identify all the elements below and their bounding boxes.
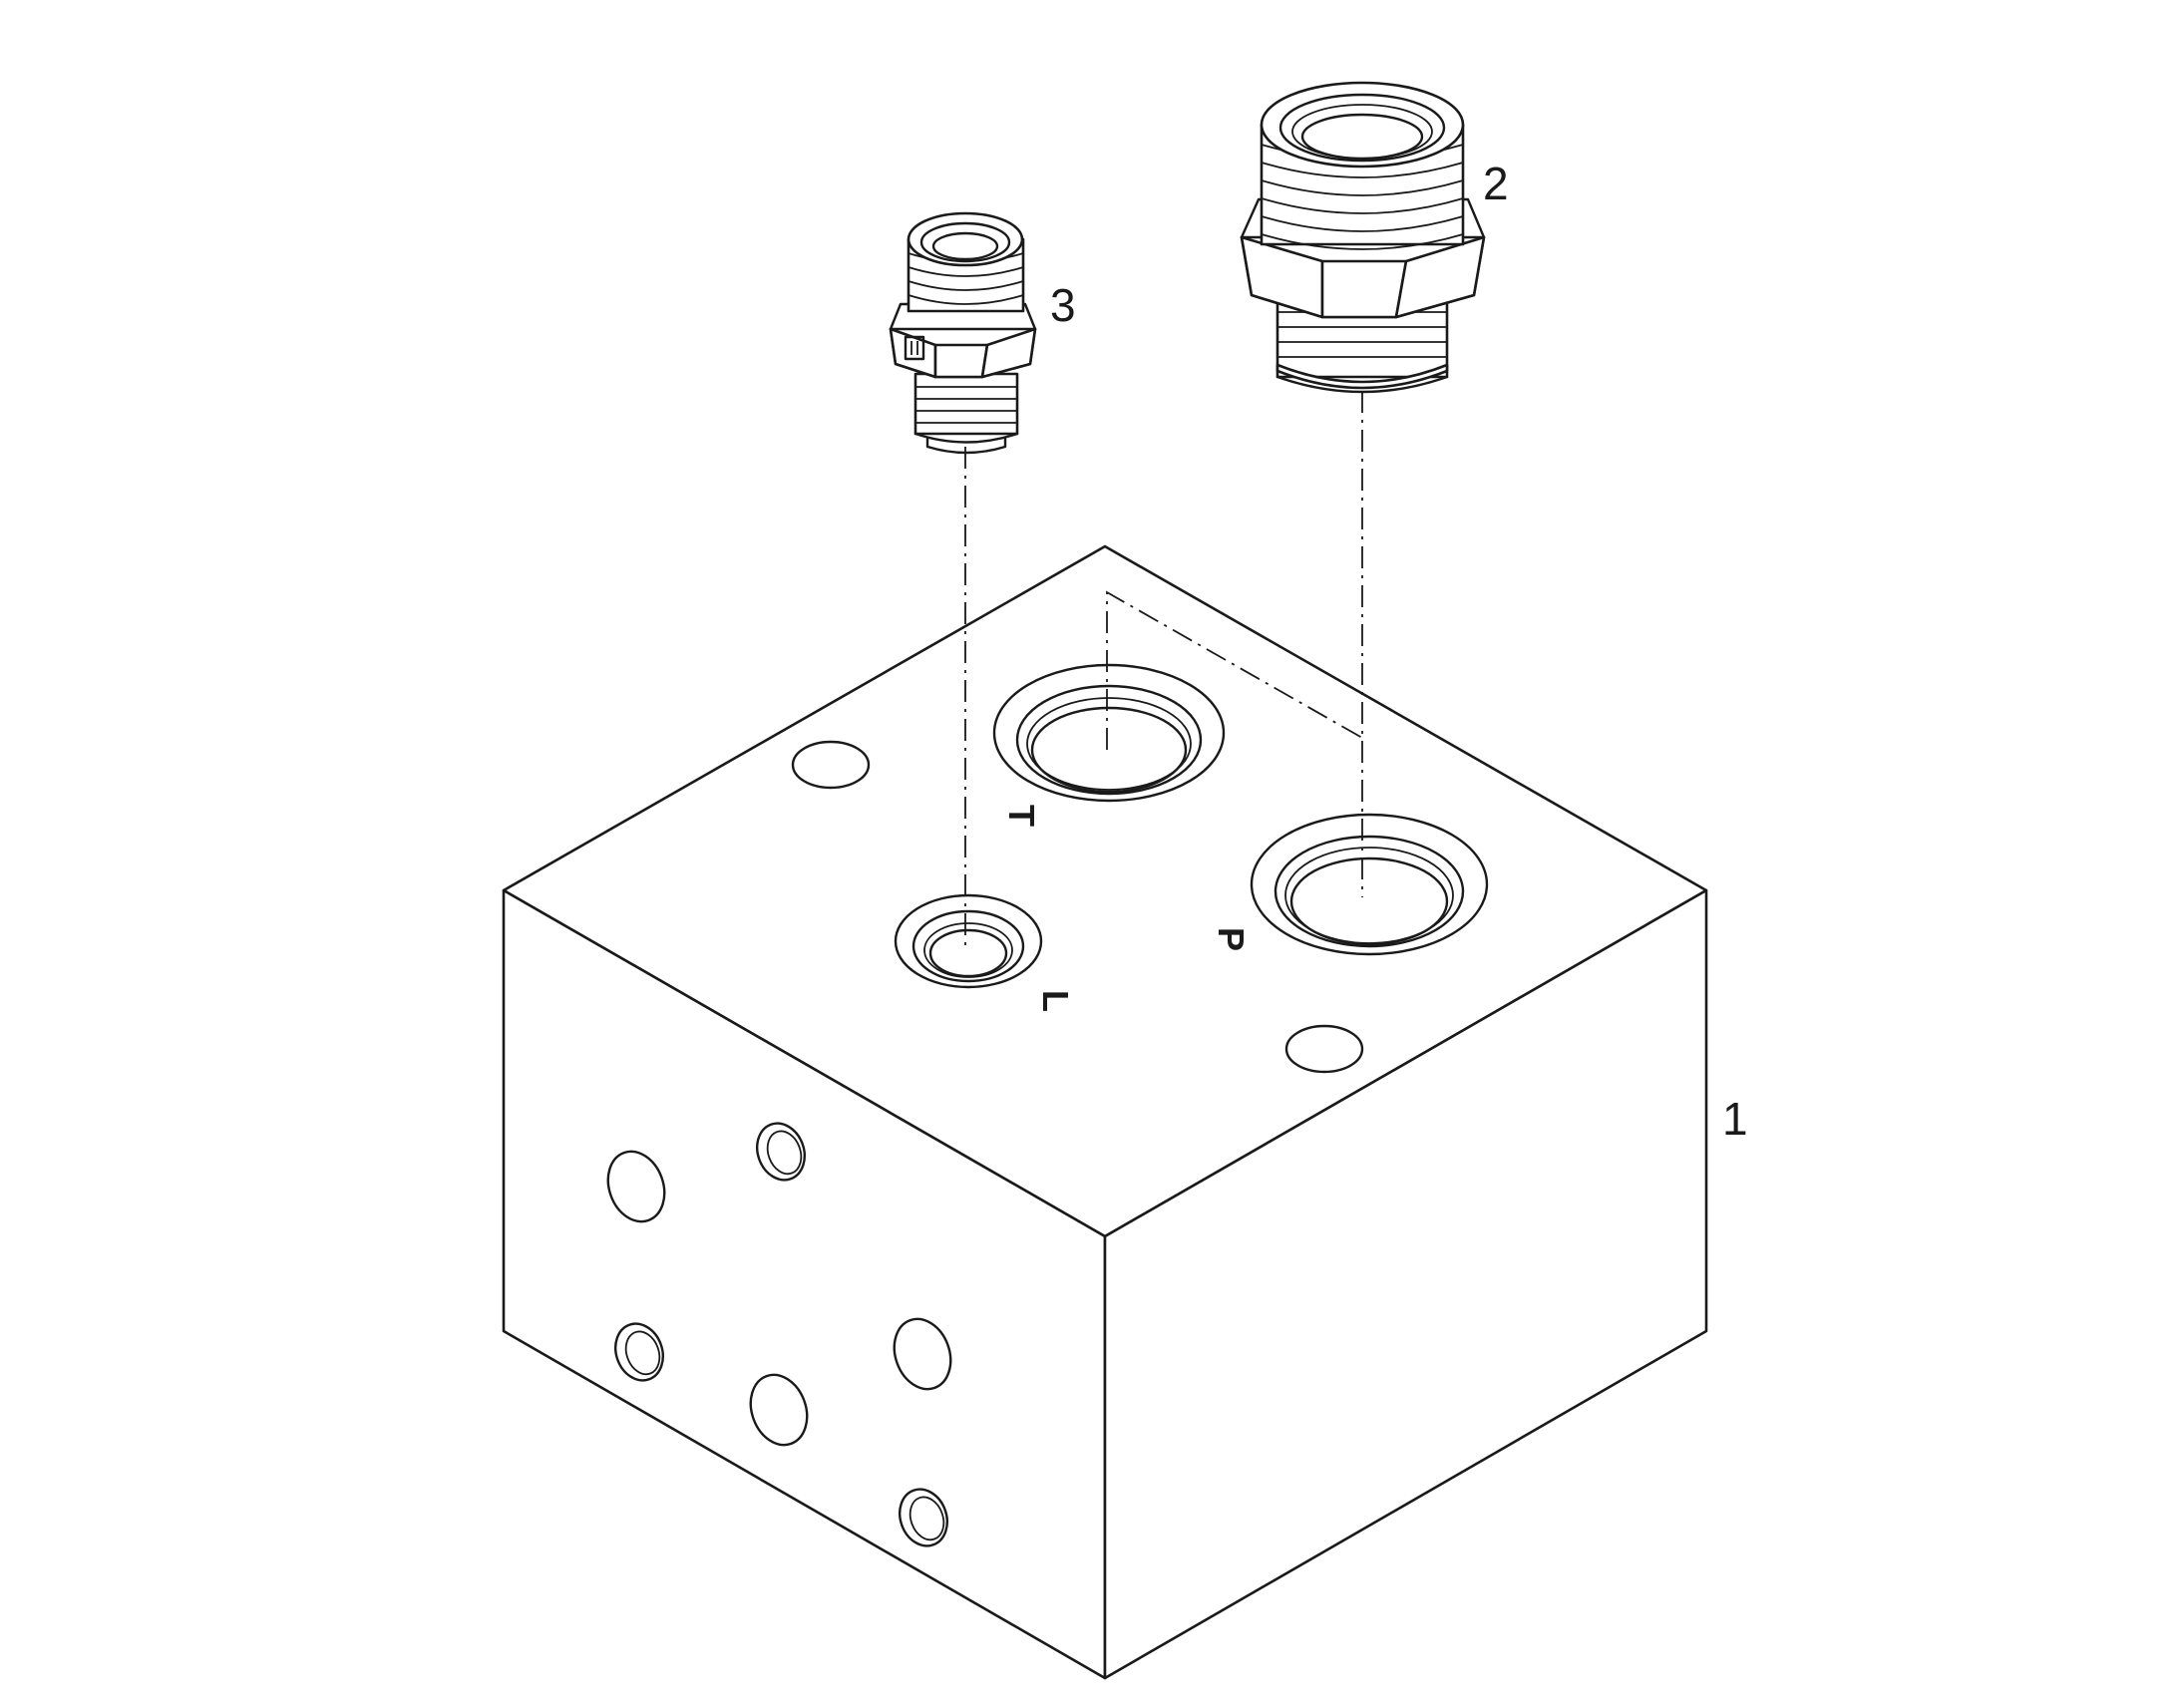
port-label-p: P [1211,927,1252,951]
fitting-small-top-opening [907,211,1024,267]
callout-3: 3 [1050,279,1076,331]
port-label-l: L [1035,990,1076,1012]
top-mounting-hole-left [791,740,871,790]
fitting-large-hex-nut [1240,197,1486,319]
port-label-t: T [1001,805,1042,827]
fitting-small-seal-tab [904,335,925,361]
fitting-large [1240,81,1486,394]
callout-2: 2 [1483,158,1509,209]
fitting-large-top-opening [1260,81,1465,169]
fitting-small-hex-nut [889,302,1037,379]
top-mounting-hole-right [1284,1024,1364,1074]
port-l-bore [894,893,1043,989]
port-p-bore [1250,813,1489,956]
fitting-small-lower-thread [913,372,1019,455]
manifold-block: T P L [502,544,1708,1680]
port-t-bore [992,663,1226,803]
left-face-holes [606,1122,952,1547]
assembly-center-lines [964,391,1363,945]
block-right-face [1103,888,1708,1680]
fitting-small [889,211,1037,455]
callout-1: 1 [1722,1093,1748,1145]
center-line-port-t-hidden [1106,590,1363,750]
